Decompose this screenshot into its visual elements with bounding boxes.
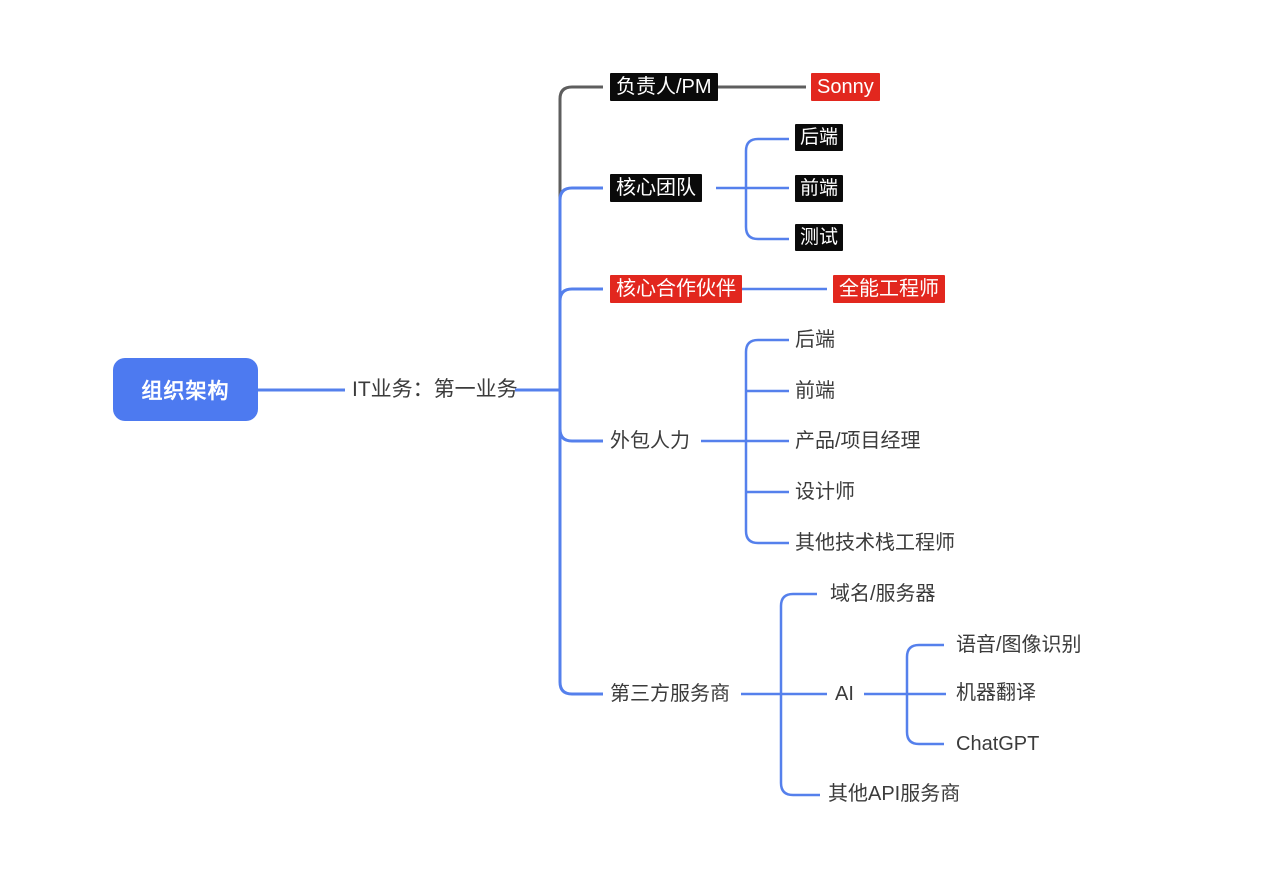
connector-spine-to-core-team [558, 186, 603, 390]
connector-core-team-children [744, 137, 789, 241]
node-out-backend[interactable]: 后端 [795, 329, 835, 351]
node-core-backend[interactable]: 后端 [795, 124, 844, 151]
node-fullstack-engineer[interactable]: 全能工程师 [833, 275, 945, 303]
node-speech-image-recognition[interactable]: 语音/图像识别 [956, 634, 1082, 656]
connector-ai-children [905, 643, 944, 746]
connector-outsourcing-children [744, 338, 789, 545]
node-pm[interactable]: 负责人/PM [610, 73, 718, 101]
node-core-team[interactable]: 核心团队 [610, 174, 702, 202]
connector-spine-to-core-partner [558, 287, 603, 390]
gray-connectors [558, 85, 806, 390]
node-out-product-pm[interactable]: 产品/项目经理 [795, 430, 921, 452]
node-core-testing[interactable]: 测试 [795, 224, 844, 251]
node-sonny[interactable]: Sonny [811, 73, 880, 101]
node-root[interactable]: 组织架构 [113, 358, 258, 421]
node-chatgpt[interactable]: ChatGPT [956, 733, 1040, 755]
node-third-party[interactable]: 第三方服务商 [610, 683, 730, 705]
node-machine-translation[interactable]: 机器翻译 [956, 682, 1036, 704]
node-domain-server[interactable]: 域名/服务器 [830, 583, 936, 605]
node-ai[interactable]: AI [835, 683, 854, 705]
blue-connectors-sub [701, 137, 946, 797]
node-core-frontend[interactable]: 前端 [795, 175, 844, 202]
node-it-business[interactable]: IT业务：第一业务 [352, 378, 518, 401]
node-out-other-stack[interactable]: 其他技术栈工程师 [795, 532, 955, 554]
connector-spine-to-outsourcing [558, 390, 603, 443]
connector-third-party-children [779, 592, 820, 797]
connector-trunk-to-pm [558, 85, 603, 390]
node-outsourcing[interactable]: 外包人力 [610, 430, 690, 452]
node-core-partner[interactable]: 核心合作伙伴 [610, 275, 742, 303]
node-other-api[interactable]: 其他API服务商 [828, 783, 961, 805]
node-out-designer[interactable]: 设计师 [795, 481, 855, 503]
node-out-frontend[interactable]: 前端 [795, 380, 835, 402]
blue-connectors-main [258, 186, 603, 696]
connector-spine-to-third-party [558, 390, 603, 696]
